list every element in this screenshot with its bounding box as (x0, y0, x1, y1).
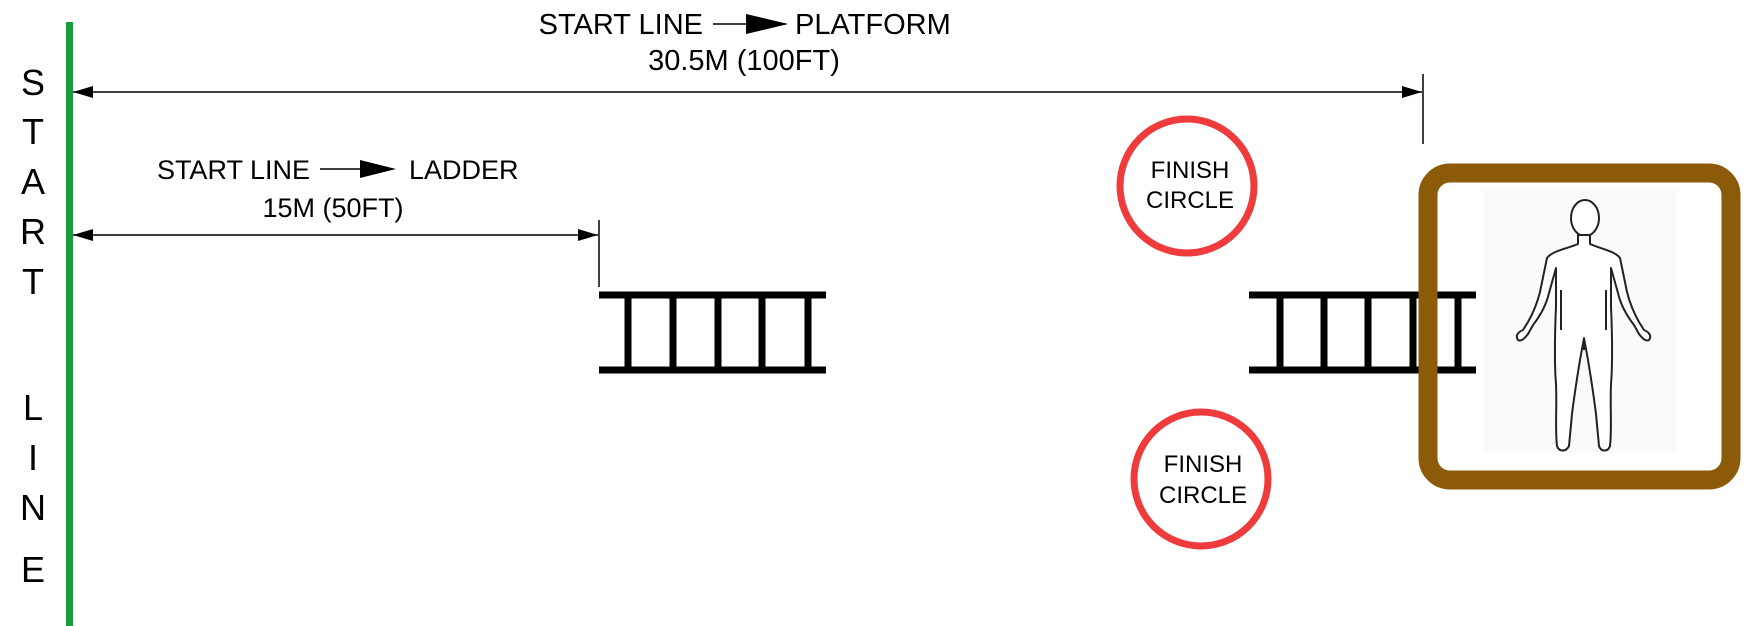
platform (1418, 163, 1741, 490)
platform-dimension-distance: 30.5M (100FT) (648, 45, 840, 77)
ladder-dimension-distance: 15M (50FT) (262, 193, 403, 223)
ladder-dimension-pointer-arrowhead (360, 160, 396, 178)
start-line-label: S T A R T L I N E (20, 62, 46, 590)
platform-dimension-from-label: START LINE (539, 9, 703, 41)
human-figure-icon (1484, 190, 1676, 452)
start-line-letter: T (22, 111, 44, 152)
finish-circle-label-line2: CIRCLE (1146, 187, 1234, 214)
finish-circle-label-line1: FINISH (1164, 451, 1243, 478)
platform-dimension: START LINE PLATFORM 30.5M (100FT) (73, 9, 1424, 144)
start-line-letter: A (21, 161, 45, 202)
start-line-letter: N (20, 487, 46, 528)
finish-circle-label-line1: FINISH (1151, 157, 1230, 184)
ladder-dimension-from-label: START LINE (157, 155, 310, 185)
finish-circle: FINISH CIRCLE (1130, 408, 1272, 550)
start-line-letter: I (28, 437, 38, 478)
finish-circle-label-line2: CIRCLE (1159, 482, 1247, 509)
ladder-icon (599, 291, 826, 374)
start-line-letter: R (20, 211, 46, 252)
start-line-bar (66, 22, 73, 626)
start-line-letter: T (22, 261, 44, 302)
ladder-icon (1249, 291, 1476, 374)
platform-dimension-pointer-arrowhead (746, 14, 788, 34)
start-line-letter: L (23, 387, 43, 428)
finish-circle: FINISH CIRCLE (1116, 115, 1258, 257)
start-line-letter: S (21, 62, 45, 103)
start-line-letter: E (21, 549, 45, 590)
platform-dimension-to-label: PLATFORM (795, 9, 951, 41)
ladder-dimension: START LINE LADDER 15M (50FT) (73, 155, 600, 287)
ladder-dimension-to-label: LADDER (409, 155, 519, 185)
